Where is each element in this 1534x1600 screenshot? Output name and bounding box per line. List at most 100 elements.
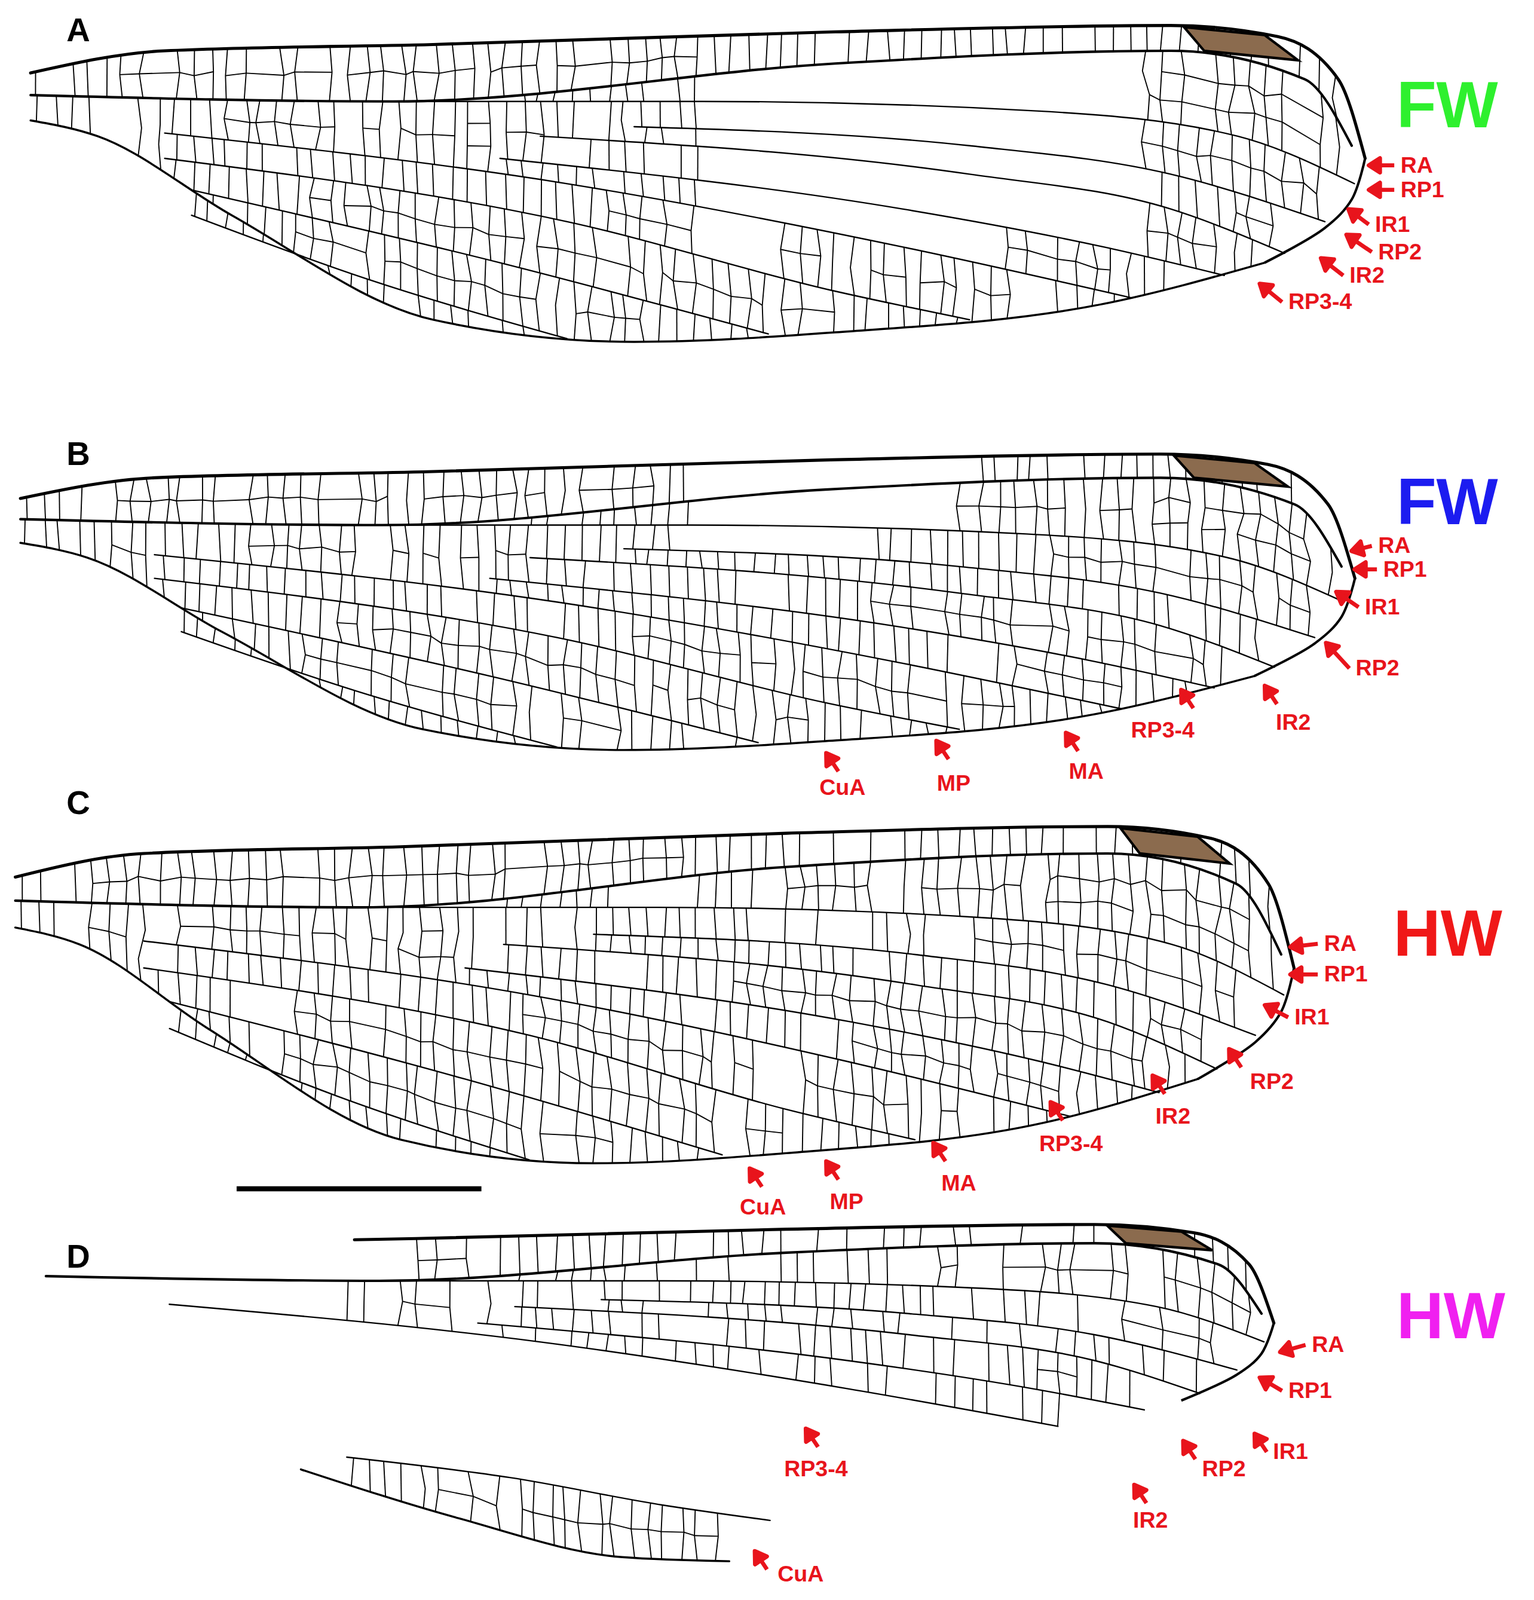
cross-vein (1077, 1294, 1079, 1333)
cross-vein (926, 723, 929, 735)
cross-vein (1116, 478, 1120, 541)
cross-vein (521, 65, 537, 67)
cross-vein (1273, 497, 1279, 572)
cross-vein (645, 37, 648, 82)
cross-vein (647, 57, 663, 61)
cross-vein (524, 1034, 527, 1096)
cross-vein (522, 326, 525, 336)
cross-vein (522, 1280, 524, 1307)
cross-vein (1114, 878, 1131, 885)
cross-vein (1095, 826, 1097, 854)
cross-vein (640, 101, 642, 128)
cross-vein (646, 954, 649, 990)
cross-vein (397, 1280, 403, 1326)
cross-vein (1021, 1000, 1026, 1058)
cross-vein (286, 524, 290, 569)
cross-vein (1027, 1105, 1030, 1126)
cross-vein (193, 136, 197, 163)
cross-vein (987, 1342, 990, 1382)
cross-vein (564, 559, 567, 586)
vein-label: IR1 (1373, 213, 1411, 237)
cross-vein (1234, 233, 1238, 271)
cross-vein (751, 634, 754, 687)
cross-vein (574, 252, 597, 258)
cross-vein (870, 1129, 872, 1147)
cross-vein (986, 1380, 988, 1413)
wing-label: HW (1392, 901, 1504, 967)
cross-vein (990, 294, 1011, 296)
cross-vein (1040, 1243, 1046, 1292)
cross-vein (1241, 585, 1254, 593)
cross-vein (1201, 480, 1206, 553)
cross-vein (833, 1283, 835, 1309)
cross-vein (184, 582, 186, 609)
cross-vein (1115, 986, 1117, 1025)
vein-label: RP1 (1382, 558, 1429, 581)
cross-vein (974, 289, 991, 296)
cross-vein (748, 34, 750, 71)
cross-vein (658, 304, 661, 342)
cross-vein (1162, 1329, 1199, 1338)
cross-vein (717, 568, 719, 603)
cross-vein (276, 172, 280, 210)
longitudinal-vein (346, 1456, 770, 1521)
cross-vein (472, 984, 474, 1022)
cross-vein (1275, 544, 1292, 554)
cross-vein (630, 563, 633, 593)
cross-vein (506, 158, 508, 175)
cross-vein (1007, 998, 1010, 1055)
cross-vein (645, 1131, 648, 1162)
longitudinal-vein (15, 853, 1282, 955)
cross-vein (1189, 549, 1191, 600)
cross-vein (544, 468, 547, 517)
cross-vein (830, 1357, 832, 1386)
cross-vein (502, 293, 520, 297)
cross-vein (1041, 922, 1043, 972)
cross-vein (650, 564, 652, 595)
leader-arrow (825, 752, 838, 772)
cross-vein (369, 1459, 370, 1492)
cross-vein (1091, 1359, 1092, 1399)
cross-vein (575, 166, 578, 186)
cross-vein (788, 554, 789, 575)
cross-vein (677, 78, 681, 102)
cross-vein (643, 856, 667, 859)
cross-vein (206, 200, 208, 222)
longitudinal-vein (164, 158, 970, 320)
cross-vein (765, 1130, 783, 1133)
cross-vein (420, 1011, 422, 1067)
cross-vein (1250, 167, 1264, 171)
cross-vein (751, 298, 763, 306)
cross-vein (164, 522, 167, 556)
cross-vein (1042, 945, 1064, 951)
cross-vein (735, 570, 736, 605)
cross-vein (348, 1072, 370, 1082)
cross-vein (629, 935, 632, 954)
cross-vein (332, 907, 336, 966)
cross-vein (888, 302, 890, 329)
cross-vein (533, 1481, 535, 1540)
cross-vein (1079, 878, 1099, 882)
cross-vein (940, 255, 945, 314)
cross-vein (248, 544, 275, 547)
cross-vein (640, 218, 667, 225)
cross-vein (296, 175, 300, 214)
cross-vein (1217, 186, 1220, 227)
cross-vein (1076, 1071, 1082, 1114)
cross-vein (1212, 1237, 1214, 1263)
cross-vein (1015, 506, 1037, 508)
cross-vein (249, 497, 269, 500)
cross-vein (130, 479, 135, 522)
cross-vein (846, 1249, 848, 1284)
cross-vein (371, 648, 373, 696)
cross-vein (415, 218, 435, 225)
cross-vein (540, 946, 543, 978)
cross-vein (248, 524, 253, 565)
cross-vein (279, 47, 284, 101)
cross-vein (821, 1118, 823, 1151)
cross-vein (748, 940, 750, 964)
cross-vein (364, 155, 366, 186)
cross-vein (785, 867, 788, 909)
cross-vein (578, 697, 582, 749)
cross-vein (608, 101, 612, 141)
